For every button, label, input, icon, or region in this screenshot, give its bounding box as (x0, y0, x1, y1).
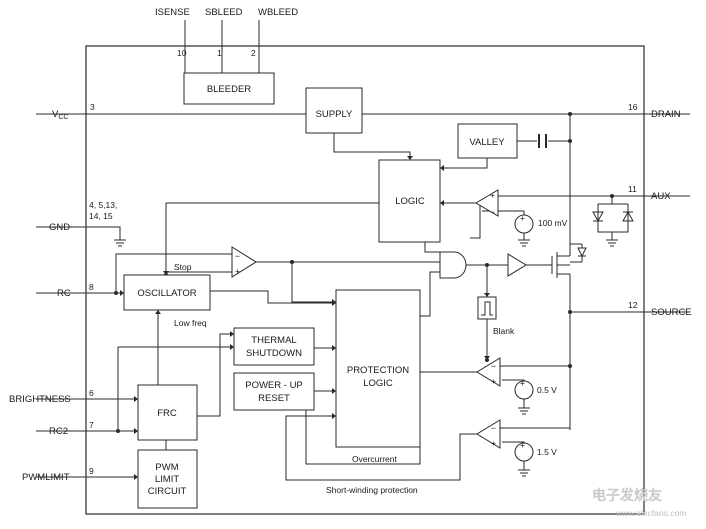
pin-vcc-sub: CC (58, 114, 68, 121)
pin-drain-name: DRAIN (651, 109, 681, 120)
logic-block: LOGIC (378, 159, 441, 243)
overcurrent-label: Overcurrent (352, 454, 398, 464)
aux-comparator: + − (475, 189, 499, 217)
oscillator-label: OSCILLATOR (137, 288, 196, 299)
pin-drain-num: 16 (628, 102, 638, 112)
pin-gnd-num-2: 14, 15 (89, 211, 113, 221)
pin-vcc-name: VCC (52, 109, 68, 121)
ground-symbols (114, 239, 618, 477)
stop-label: Stop (174, 262, 192, 272)
pin-sbleed-num: 1 (217, 48, 222, 58)
thermal-shutdown-block: THERMAL SHUTDOWN (233, 327, 315, 366)
aux-comparator-plus: + (490, 190, 495, 200)
pin-rc2-num: 7 (89, 420, 94, 430)
blank-label: Blank (493, 326, 515, 336)
power-mosfet (551, 238, 587, 278)
pin-rc-name: RC (57, 288, 71, 299)
thermal-label-1: THERMAL (251, 335, 296, 346)
watermark-text: 电子发烧友 (592, 487, 662, 503)
pin-rc-num: 8 (89, 282, 94, 292)
pin-source-name: SOURCE (651, 307, 692, 318)
pin-pwmlimit-num: 9 (89, 466, 94, 476)
ocp-comparator: − + (476, 357, 501, 387)
logic-label: LOGIC (395, 196, 425, 207)
bleeder-label: BLEEDER (207, 84, 251, 95)
ocp-comparator-plus: + (491, 376, 496, 386)
ref-15v-plus: + (520, 440, 525, 450)
pin-pwmlimit-name: PWMLIMIT (22, 472, 70, 483)
pin-rc2-name: RC2 (49, 426, 68, 437)
wires (36, 20, 690, 481)
pin-sbleed-name: SBLEED (205, 7, 243, 18)
swp-comparator-plus: + (491, 438, 496, 448)
valley-label: VALLEY (469, 137, 505, 148)
pin-brightness-num: 6 (89, 388, 94, 398)
thermal-label-2: SHUTDOWN (246, 348, 302, 359)
ref-05v-plus: + (520, 378, 525, 388)
ref-05v-source: + 0.5 V (514, 378, 557, 400)
supply-label: SUPPLY (316, 109, 353, 120)
supply-block: SUPPLY (305, 87, 363, 134)
ocp-comparator-minus: − (491, 361, 496, 371)
signal-labels: Stop Low freq Overcurrent Short-winding … (174, 262, 418, 495)
pwm-label-2: LIMIT (155, 474, 179, 485)
protection-label-2: LOGIC (363, 378, 393, 389)
ref-05v-label: 0.5 V (537, 385, 557, 395)
pwm-limit-block: PWM LIMIT CIRCUIT (137, 449, 198, 509)
capacitor-symbol (538, 134, 547, 148)
pin-aux-name: AUX (651, 191, 671, 202)
driver-buffer (507, 253, 527, 277)
frc-block: FRC (137, 384, 198, 441)
diode-network (592, 210, 634, 223)
protection-label-1: PROTECTION (347, 365, 409, 376)
ref-100mv-plus: + (520, 213, 525, 223)
frc-label: FRC (157, 408, 177, 419)
valley-block: VALLEY (457, 123, 518, 159)
pin-wbleed-name: WBLEED (258, 7, 298, 18)
ref-15v-label: 1.5 V (537, 447, 557, 457)
pin-wbleed-num: 2 (251, 48, 256, 58)
stop-comparator: − + (231, 246, 257, 278)
pin-gnd-name: GND (49, 222, 70, 233)
pin-source-num: 12 (628, 300, 638, 310)
oscillator-block: OSCILLATOR (123, 274, 211, 311)
swp-comparator-minus: − (491, 423, 496, 433)
pin-isense-num: 10 (177, 48, 187, 58)
stop-comparator-plus: + (235, 266, 240, 276)
powerup-label-2: RESET (258, 393, 290, 404)
arrowheads (120, 156, 490, 480)
ref-100mv-source: + 100 mV (514, 213, 568, 234)
pin-labels: ISENSE 10 SBLEED 1 WBLEED 2 VCC 3 GND 4,… (9, 7, 692, 483)
pin-gnd-num-1: 4, 5,13, (89, 200, 117, 210)
protection-logic-block: PROTECTION LOGIC (335, 289, 421, 448)
pin-brightness-name: BRIGHTNESS (9, 394, 71, 405)
pwm-label-1: PWM (155, 462, 178, 473)
powerup-reset-block: POWER - UP RESET (233, 372, 315, 411)
stop-comparator-minus: − (235, 251, 240, 261)
ref-15v-source: + 1.5 V (514, 440, 557, 462)
pin-isense-name: ISENSE (155, 7, 190, 18)
short-winding-label: Short-winding protection (326, 485, 418, 495)
powerup-label-1: POWER - UP (245, 380, 303, 391)
aux-comparator-minus: − (490, 207, 495, 217)
blank-block: Blank (477, 296, 515, 336)
low-freq-label: Low freq (174, 318, 207, 328)
pin-aux-num: 11 (628, 184, 637, 194)
pwm-label-3: CIRCUIT (148, 486, 187, 497)
bleeder-block: BLEEDER (183, 72, 275, 105)
swp-comparator: − + (476, 419, 501, 449)
pin-vcc-num: 3 (90, 102, 95, 112)
watermark: 电子发烧友 www.elecfans.com (592, 487, 686, 518)
watermark-url: www.elecfans.com (615, 508, 686, 518)
and-gate (439, 251, 467, 279)
ref-100mv-label: 100 mV (538, 218, 568, 228)
ic-outline (85, 45, 645, 515)
